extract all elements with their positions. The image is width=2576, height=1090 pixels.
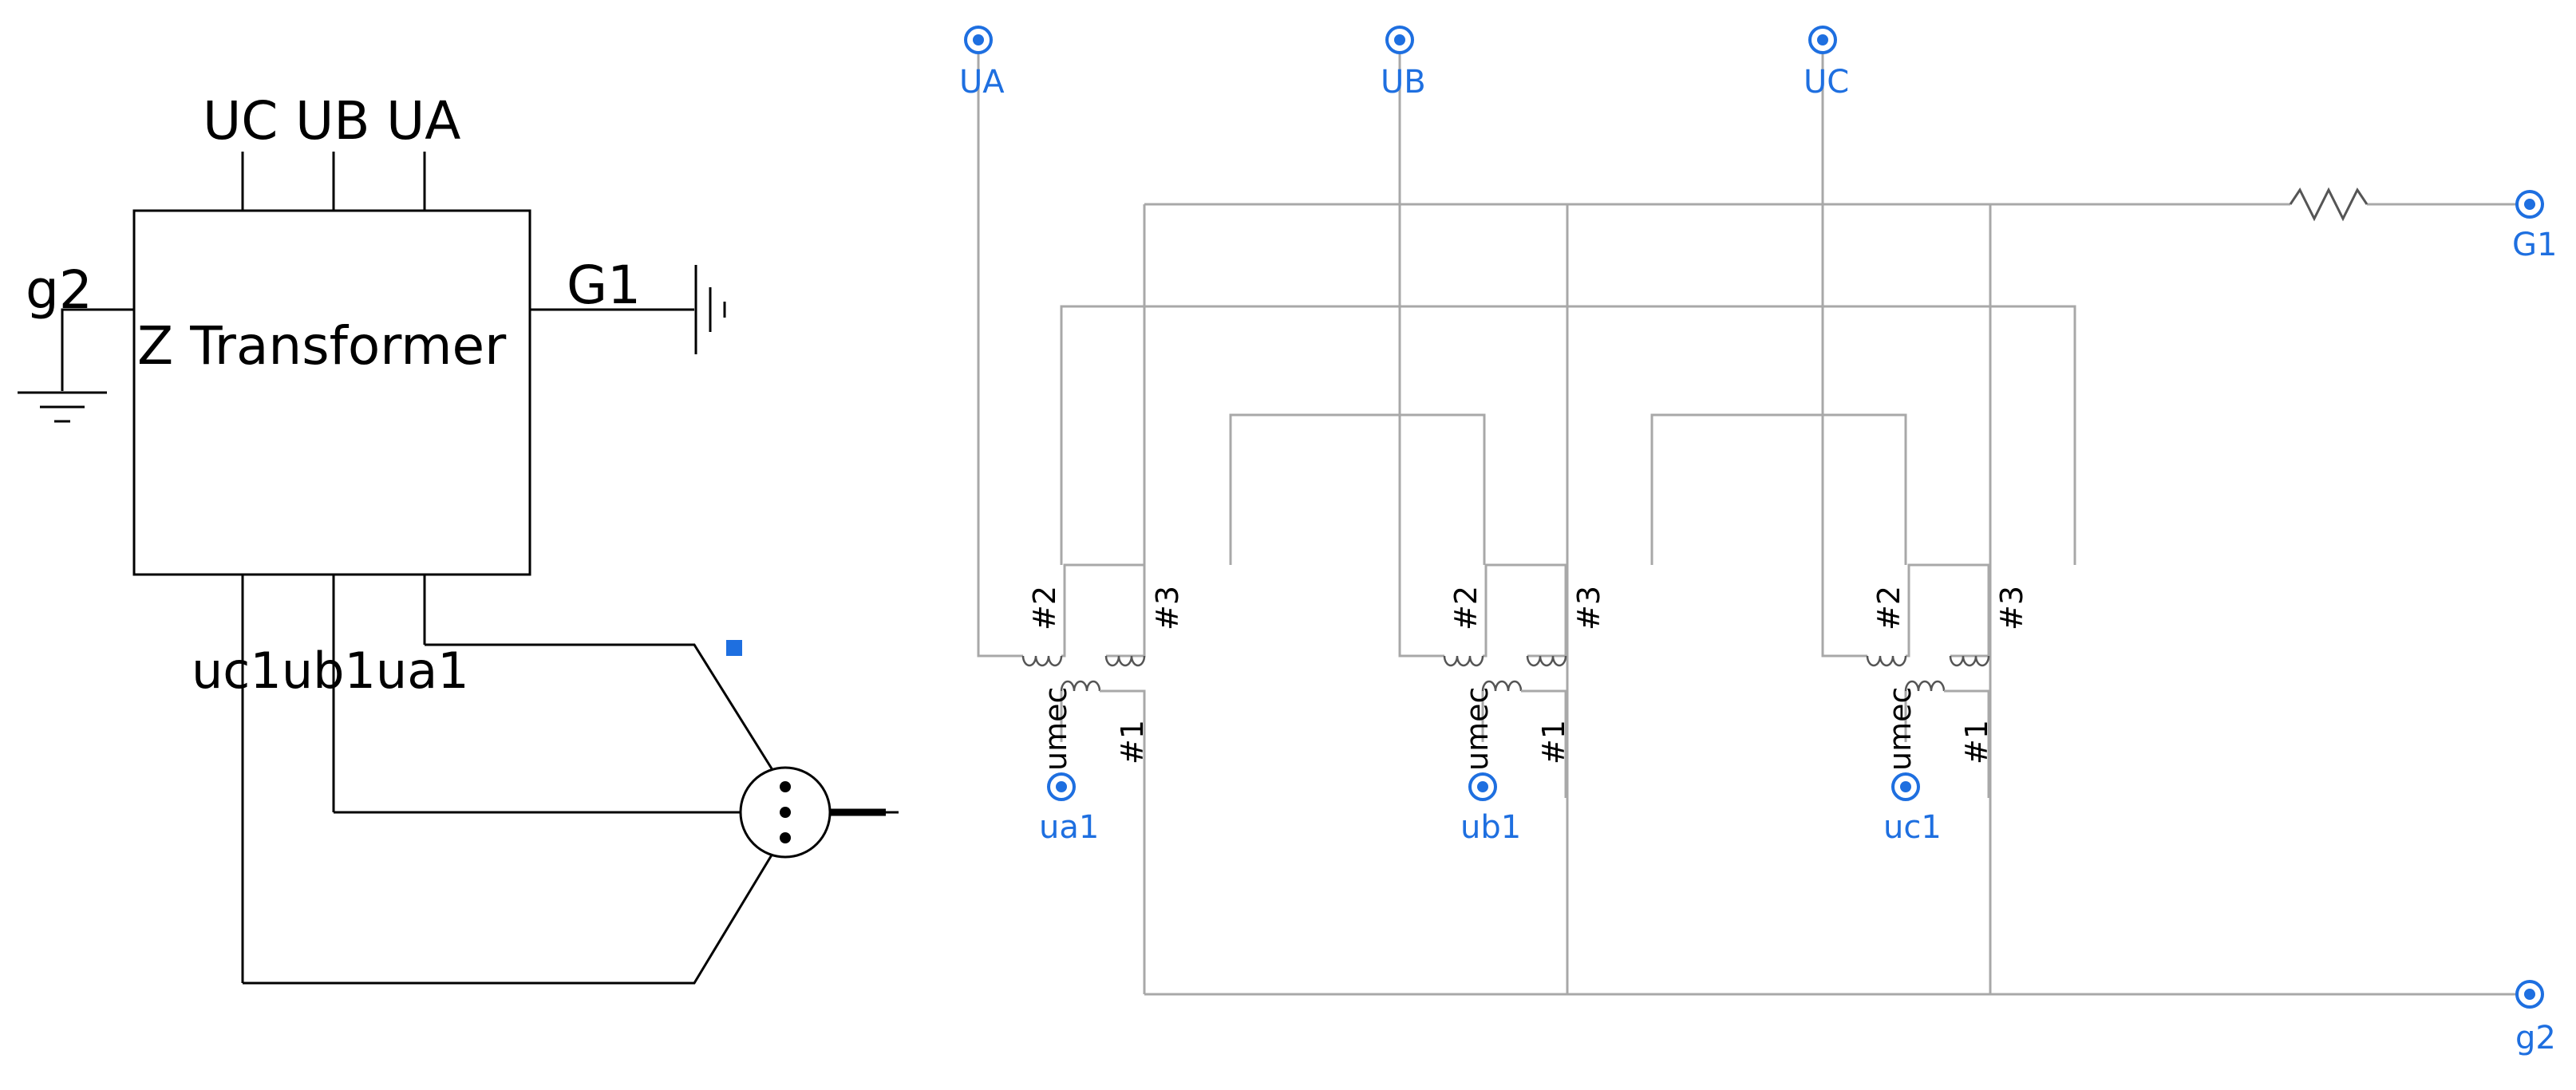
coil-label-1: #1 (1536, 720, 1571, 764)
port-g2[interactable]: g2 (2515, 980, 2556, 1056)
port-label-g1: G1 (2512, 227, 2557, 263)
port-label-ua: UA (959, 64, 1005, 101)
resistor-icon[interactable] (2289, 187, 2369, 222)
coil-label-2: #2 (1448, 586, 1484, 630)
ground-icon (694, 265, 726, 354)
port-label-g2: g2 (2515, 1020, 2556, 1056)
umec-label: umec (1460, 687, 1495, 771)
z-transformer-block[interactable] (132, 209, 531, 576)
port-ub1[interactable]: ub1 (1460, 772, 1521, 846)
coil-label-2: #2 (1027, 586, 1062, 630)
port-label-uc1: uc1 (1883, 809, 1942, 846)
coil-label-2: #2 (1871, 586, 1906, 630)
pin-label-uc: UC (203, 90, 278, 152)
three-phase-connector[interactable] (739, 766, 899, 859)
port-ua[interactable]: UA (959, 26, 1005, 101)
transformer-unit-a[interactable]: #2 #3 umec #1 (977, 563, 1185, 798)
coil-label-3: #3 (1150, 586, 1185, 630)
umec-label: umec (1038, 687, 1073, 771)
selection-handle[interactable] (726, 640, 742, 656)
coil-label-1: #1 (1115, 720, 1150, 764)
port-ua1[interactable]: ua1 (1039, 772, 1099, 846)
coil-label-3: #3 (1994, 586, 2029, 630)
coil-label-1: #1 (1959, 720, 1994, 764)
pin-label-g2: g2 (26, 259, 93, 321)
pin-label-ub: UB (295, 90, 370, 152)
pin-label-g1: G1 (567, 255, 641, 316)
block-title: Z Transformer (137, 315, 507, 377)
port-label-ua1: ua1 (1039, 809, 1099, 846)
pin-label-ua: UA (386, 90, 460, 152)
ground-icon (18, 391, 107, 423)
internal-schematic: #2 #3 umec #1 #2 #3 umec #1 (959, 26, 2557, 1056)
transformer-unit-c[interactable]: #2 #3 umec #1 (1821, 563, 2029, 798)
umec-label: umec (1883, 687, 1918, 771)
coil-label-3: #3 (1571, 586, 1606, 630)
port-uc[interactable]: UC (1804, 26, 1849, 101)
block-symbol: Z Transformer UC UB UA g2 G1 uc1ub1ua1 (18, 90, 899, 985)
port-ub[interactable]: UB (1381, 26, 1426, 101)
port-uc1[interactable]: uc1 (1883, 772, 1942, 846)
transformer-unit-b[interactable]: #2 #3 umec #1 (1398, 563, 1606, 798)
port-label-ub: UB (1381, 64, 1426, 101)
port-label-uc: UC (1804, 64, 1849, 101)
bottom-pins-label: uc1ub1ua1 (192, 642, 469, 700)
port-g1[interactable]: G1 (2512, 190, 2557, 263)
port-label-ub1: ub1 (1460, 809, 1521, 846)
